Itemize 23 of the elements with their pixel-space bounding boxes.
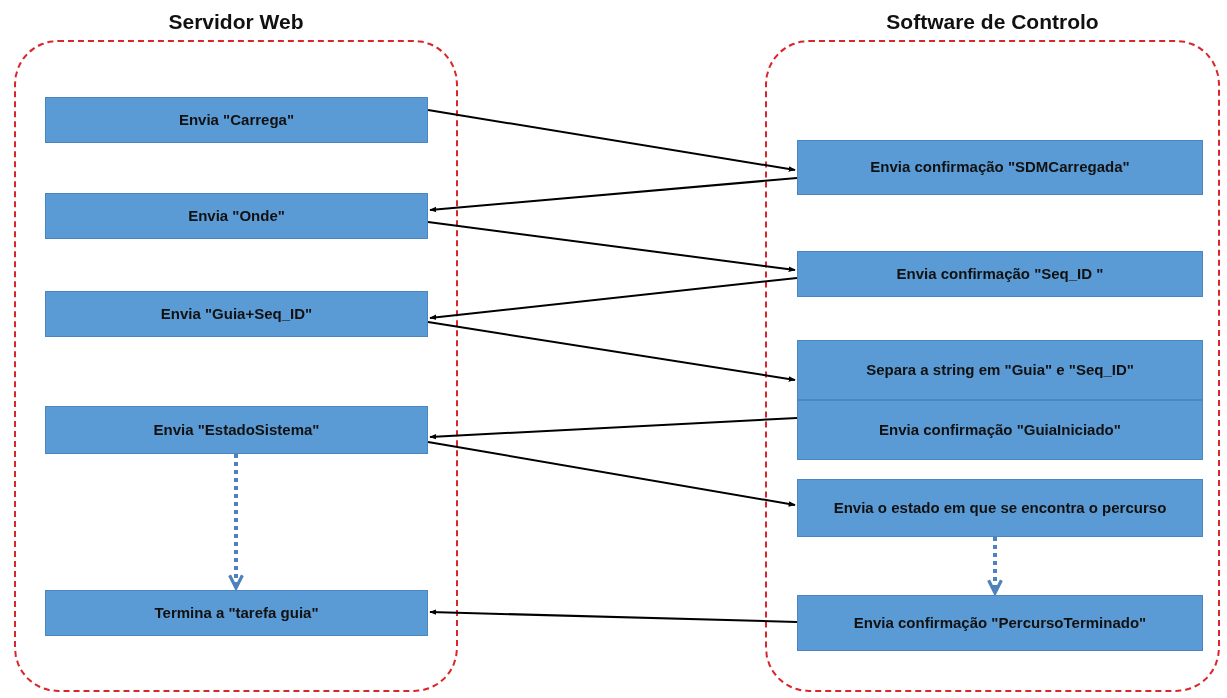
process-box: Envia confirmação "PercursoTerminado" [797,595,1203,651]
arrow [429,609,798,623]
process-box: Envia "Guia+Seq_ID" [45,291,428,337]
arrow [228,454,244,590]
arrow [427,221,796,272]
process-box: Envia "Onde" [45,193,428,239]
arrow [429,277,798,321]
process-box: Envia "Carrega" [45,97,428,143]
process-box: Envia confirmação "Seq_ID " [797,251,1203,297]
group-title: Software de Controlo [885,9,1100,35]
process-box: Separa a string em "Guia" e "Seq_ID" [797,340,1203,400]
process-box: Envia o estado em que se encontra o percurso [797,479,1203,537]
process-box: Envia "EstadoSistema" [45,406,428,454]
group-title: Servidor Web [167,9,305,35]
process-box: Envia confirmação "GuiaIniciado" [797,400,1203,460]
process-box: Termina a "tarefa guia" [45,590,428,636]
arrow [427,109,796,172]
arrow [427,441,796,507]
process-box: Envia confirmação "SDMCarregada" [797,140,1203,195]
arrow [429,177,798,213]
arrow [427,321,796,382]
arrow [429,417,798,440]
arrow [987,537,1003,595]
